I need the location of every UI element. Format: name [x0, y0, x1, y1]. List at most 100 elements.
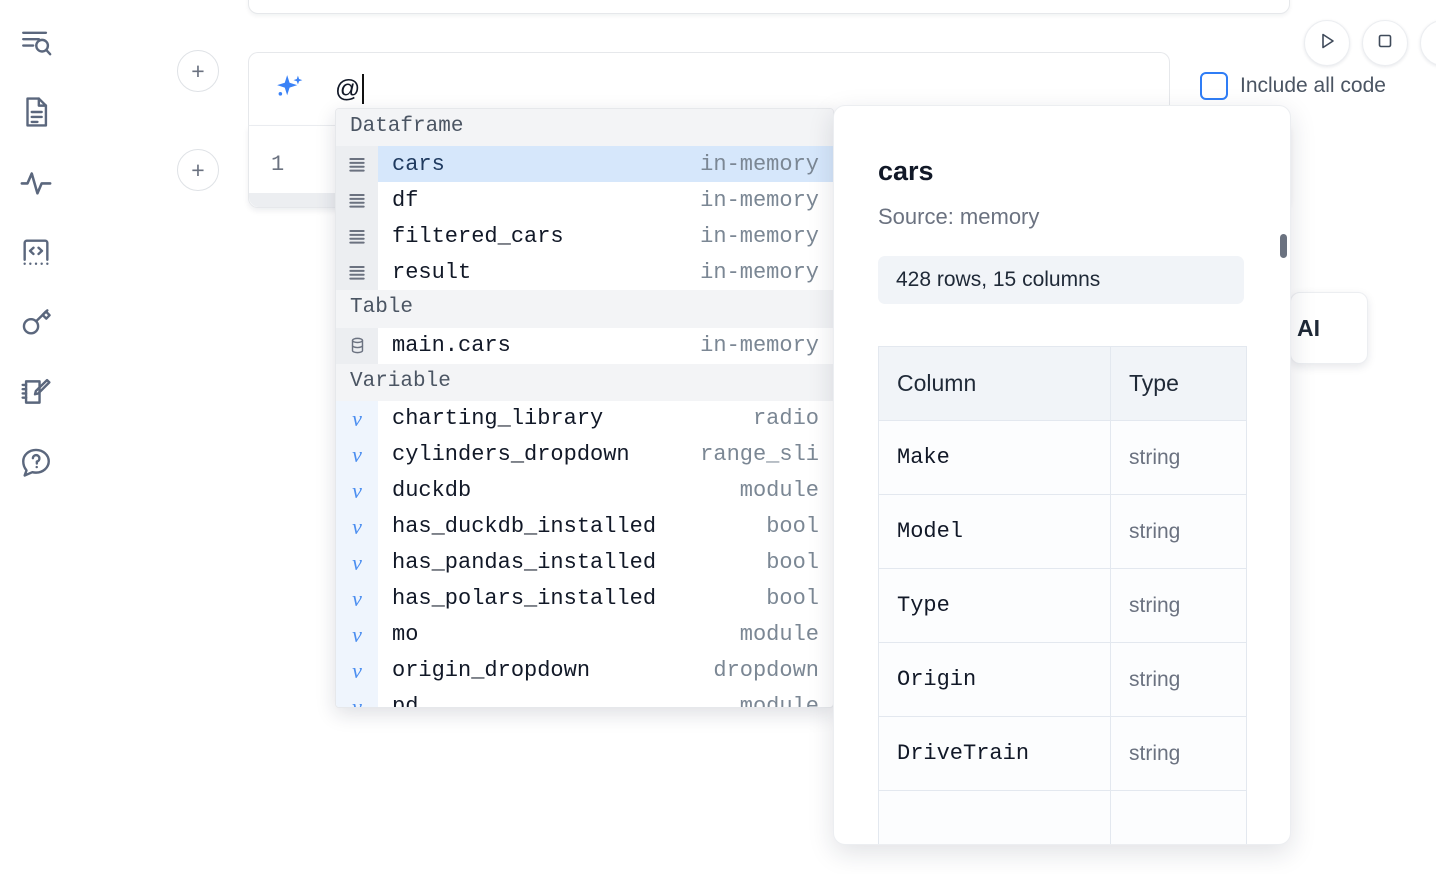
- autocomplete-item-name: result: [392, 259, 472, 285]
- table-column-header: Type: [1110, 346, 1247, 421]
- autocomplete-item-type: in-memory: [700, 223, 819, 249]
- table-cell-type: [1110, 790, 1247, 844]
- include-all-code-label: Include all code: [1240, 74, 1386, 97]
- cell-above: [248, 0, 1290, 14]
- run-controls: [1304, 20, 1436, 66]
- document-icon: [19, 95, 53, 129]
- autocomplete-item-name: mo: [392, 622, 419, 648]
- autocomplete-item-type: in-memory: [700, 333, 819, 358]
- autocomplete-item-type: in-memory: [700, 187, 819, 213]
- ai-card-label: AI: [1297, 314, 1320, 341]
- table-cell-type: string: [1110, 716, 1247, 791]
- autocomplete-item[interactable]: v has_duckdb_installed bool: [336, 508, 833, 545]
- add-cell-button-bottom[interactable]: +: [177, 149, 219, 191]
- autocomplete-item-name: charting_library: [392, 406, 604, 432]
- autocomplete-item-name: filtered_cars: [392, 223, 564, 249]
- ai-card[interactable]: AI: [1290, 292, 1368, 364]
- stop-button[interactable]: [1362, 20, 1408, 66]
- autocomplete-item-name: pd: [392, 694, 419, 708]
- variable-icon: v: [336, 688, 378, 707]
- autocomplete-item-name: has_pandas_installed: [392, 550, 657, 576]
- variable-icon: v: [336, 616, 378, 653]
- autocomplete-item-type: radio: [752, 406, 819, 432]
- table-cell-column: [878, 790, 1111, 844]
- more-button[interactable]: [1420, 20, 1436, 66]
- autocomplete-item-name: main.cars: [392, 333, 511, 358]
- autocomplete-item-type: in-memory: [700, 259, 819, 285]
- autocomplete-item-name: duckdb: [392, 478, 472, 504]
- table-cell-column: Make: [878, 420, 1111, 495]
- variable-icon: v: [336, 580, 378, 617]
- include-all-code-row[interactable]: Include all code: [1200, 72, 1386, 100]
- sidebar-item-help[interactable]: [12, 438, 60, 486]
- sidebar-item-variables[interactable]: [12, 158, 60, 206]
- include-all-code-checkbox[interactable]: [1200, 72, 1228, 100]
- variable-icon: v: [336, 508, 378, 545]
- autocomplete-item-type: in-memory: [700, 151, 819, 177]
- autocomplete-item[interactable]: v has_pandas_installed bool: [336, 544, 833, 581]
- dataframe-icon: [336, 254, 378, 291]
- doc-source: Source: memory: [878, 204, 1040, 229]
- ai-prompt-input[interactable]: @: [335, 74, 364, 104]
- sidebar-item-explore[interactable]: [12, 18, 60, 66]
- autocomplete-group-header: Table: [336, 290, 833, 328]
- autocomplete-item[interactable]: filtered_cars in-memory: [336, 218, 833, 255]
- autocomplete-item[interactable]: main.cars in-memory: [336, 327, 833, 364]
- documentation-panel: cars Source: memory 428 rows, 15 columns…: [833, 105, 1291, 845]
- doc-shape-badge: 428 rows, 15 columns: [878, 256, 1244, 304]
- line-number: 1: [271, 152, 285, 177]
- variable-icon: v: [336, 472, 378, 509]
- autocomplete-item-type: bool: [766, 514, 819, 540]
- variable-icon: v: [336, 544, 378, 581]
- autocomplete-item-type: bool: [766, 586, 819, 612]
- autocomplete-item[interactable]: result in-memory: [336, 254, 833, 291]
- add-cell-button-top[interactable]: +: [177, 50, 219, 92]
- help-chat-icon: [19, 445, 53, 479]
- sidebar-item-secrets[interactable]: [12, 298, 60, 346]
- doc-scrollbar[interactable]: [1280, 234, 1287, 258]
- plus-icon: +: [191, 57, 205, 84]
- code-block-icon: [19, 235, 53, 269]
- autocomplete-item-type: dropdown: [713, 658, 819, 684]
- autocomplete-item-name: df: [392, 187, 419, 213]
- autocomplete-item-name: origin_dropdown: [392, 658, 591, 684]
- sidebar-item-notebook-files[interactable]: [12, 88, 60, 136]
- autocomplete-item-type: bool: [766, 550, 819, 576]
- key-icon: [19, 305, 53, 339]
- table-cell-type: string: [1110, 420, 1247, 495]
- sidebar: [0, 0, 72, 874]
- scratchpad-icon: [19, 375, 53, 409]
- variable-icon: v: [336, 436, 378, 473]
- autocomplete-item[interactable]: df in-memory: [336, 182, 833, 219]
- database-icon: [336, 327, 378, 364]
- sidebar-item-snippets[interactable]: [12, 228, 60, 276]
- table-row: [878, 790, 1247, 844]
- table-cell-type: string: [1110, 494, 1247, 569]
- play-icon: [1315, 29, 1339, 58]
- run-button[interactable]: [1304, 20, 1350, 66]
- activity-icon: [19, 165, 53, 199]
- table-cell-column: Model: [878, 494, 1111, 569]
- text-caret: [361, 74, 364, 104]
- autocomplete-item-name: has_duckdb_installed: [392, 514, 657, 540]
- dataframe-icon: [336, 182, 378, 219]
- autocomplete-group-header: Dataframe: [336, 109, 833, 147]
- sidebar-item-scratchpad[interactable]: [12, 368, 60, 416]
- plus-icon: +: [191, 156, 205, 183]
- table-column-header: Column: [878, 346, 1111, 421]
- doc-title: cars: [878, 156, 934, 186]
